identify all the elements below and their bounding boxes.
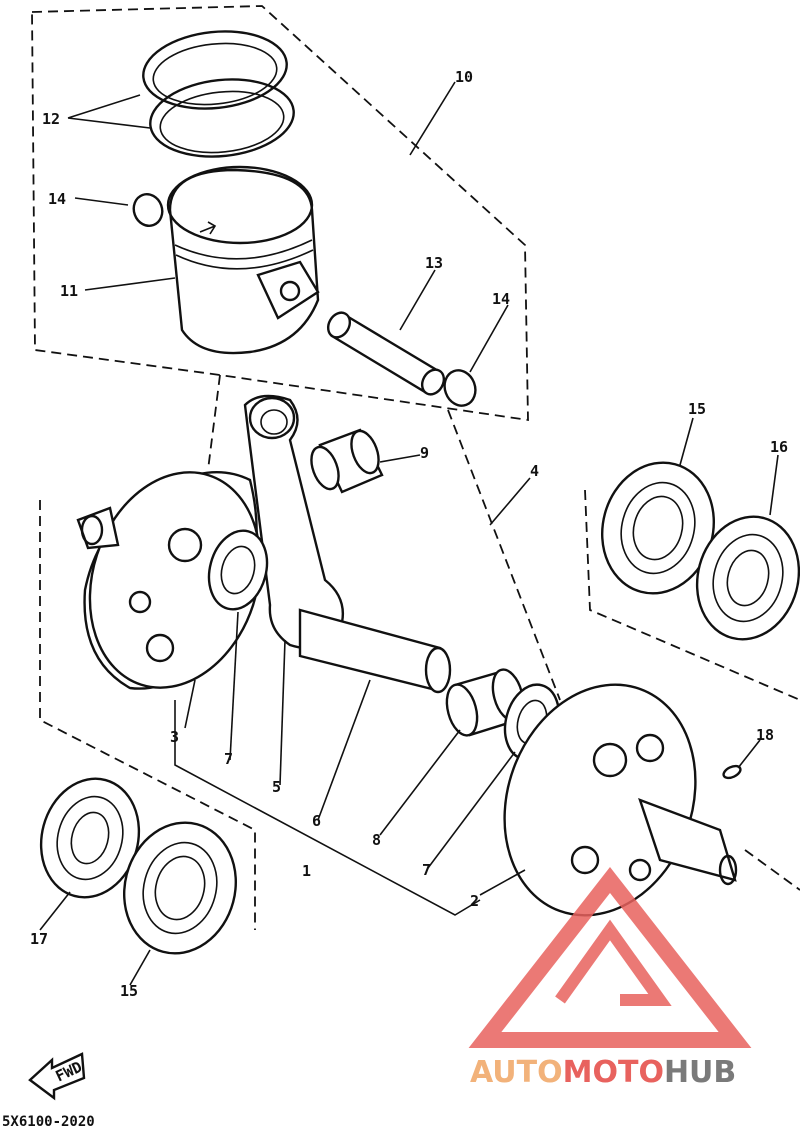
label-7a: 7 — [224, 750, 233, 768]
thrust-washer-left — [207, 529, 269, 611]
label-17: 17 — [30, 930, 48, 948]
bearing-left — [122, 821, 238, 955]
fwd-arrow-icon: FWD — [28, 1052, 86, 1101]
label-9: 9 — [420, 444, 429, 462]
small-end-bearing — [310, 428, 384, 494]
label-5: 5 — [272, 778, 281, 796]
assembly-bracket — [174, 700, 481, 916]
dash-link-5 — [744, 849, 800, 891]
dash-link-2 — [447, 409, 561, 701]
automotohub-logo — [468, 867, 752, 1048]
piston-rings — [142, 30, 295, 158]
label-13: 13 — [425, 254, 443, 272]
label-14a: 14 — [48, 190, 66, 208]
connecting-rod — [243, 394, 345, 650]
label-3: 3 — [170, 728, 179, 746]
dash-link-4 — [584, 489, 800, 701]
label-8: 8 — [372, 831, 381, 849]
woodruff-key — [722, 764, 742, 780]
label-6: 6 — [312, 812, 321, 830]
label-4: 4 — [530, 462, 539, 480]
label-18: 18 — [756, 726, 774, 744]
label-7b: 7 — [422, 861, 431, 879]
circlip-right — [443, 369, 477, 407]
label-10: 10 — [455, 68, 473, 86]
piston-group-outline — [31, 5, 529, 422]
circlip-left — [132, 193, 164, 227]
oil-seal-right — [695, 515, 800, 641]
label-14b: 14 — [492, 290, 510, 308]
dash-link-3 — [39, 500, 256, 930]
label-16: 16 — [770, 438, 788, 456]
piston — [166, 165, 320, 355]
bearing-right — [600, 461, 716, 595]
label-1: 1 — [302, 862, 311, 880]
label-12: 12 — [42, 110, 60, 128]
piston-pin — [326, 311, 446, 396]
label-11: 11 — [60, 282, 78, 300]
crank-web-left — [76, 471, 262, 690]
leader-lines — [39, 81, 779, 986]
crank-web-right — [503, 683, 738, 917]
drawing-code: 5X6100-2020 — [2, 1114, 95, 1130]
label-15b: 15 — [120, 982, 138, 1000]
label-15a: 15 — [688, 400, 706, 418]
dash-link-1 — [207, 374, 221, 471]
crank-pin — [298, 608, 452, 694]
watermark-text: AUTOMOTOHUB — [470, 1055, 736, 1090]
label-2: 2 — [470, 892, 479, 910]
